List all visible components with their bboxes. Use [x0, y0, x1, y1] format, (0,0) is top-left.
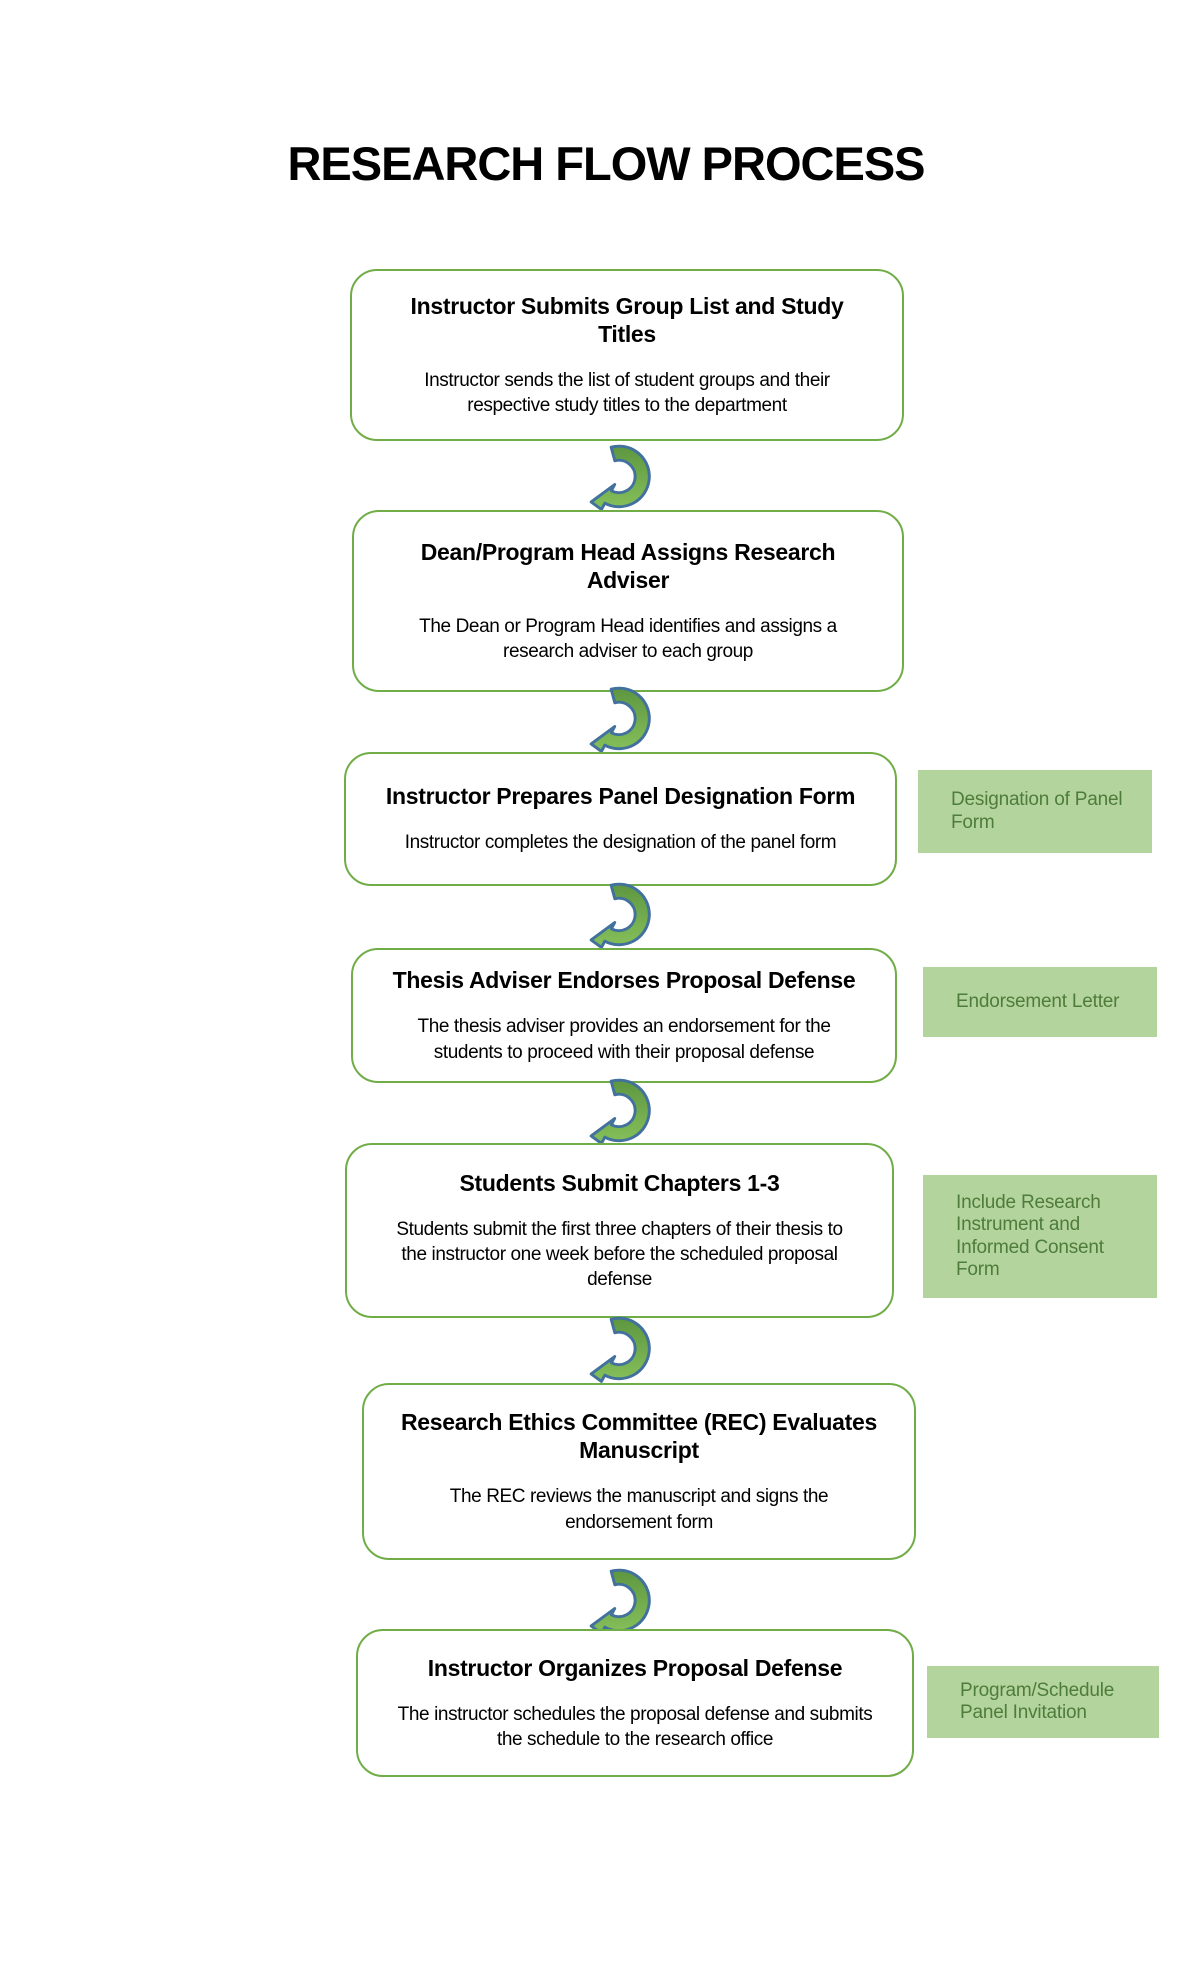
curved-arrow-icon: [589, 1316, 651, 1383]
step-description: The Dean or Program Head identifies and …: [419, 615, 837, 663]
flow-step-box-4: Thesis Adviser Endorses Proposal Defense…: [351, 948, 897, 1083]
step-title: Instructor Organizes Proposal Defense: [427, 1654, 843, 1681]
step-title: Dean/Program Head Assigns Research Advis…: [420, 538, 836, 593]
flow-step-box-1: Instructor Submits Group List and Study …: [350, 269, 904, 441]
flow-step-box-5: Students Submit Chapters 1-3 Students su…: [345, 1143, 894, 1318]
step-title: Thesis Adviser Endorses Proposal Defense: [392, 967, 856, 994]
step-description: Students submit the first three chapters…: [396, 1218, 843, 1291]
step-title: Instructor Prepares Panel Designation Fo…: [385, 783, 856, 810]
step-title: Instructor Submits Group List and Study …: [410, 292, 844, 347]
page-title: RESEARCH FLOW PROCESS: [287, 137, 925, 190]
step-description: The thesis adviser provides an endorseme…: [417, 1016, 831, 1063]
attachment-label-box: Include Research Instrument and Informed…: [923, 1175, 1157, 1298]
step-title: Research Ethics Committee (REC) Evaluate…: [401, 1409, 877, 1464]
flow-step-box-3: Instructor Prepares Panel Designation Fo…: [344, 752, 897, 886]
step-description: Instructor sends the list of student gro…: [424, 369, 830, 417]
attachment-label-box: Program/Schedule Panel Invitation: [927, 1666, 1159, 1738]
step-description: Instructor completes the designation of …: [404, 832, 837, 854]
curved-arrow-icon: [589, 882, 651, 949]
attachment-label-box: Designation of Panel Form: [918, 770, 1152, 853]
curved-arrow-icon: [589, 686, 651, 753]
flow-step-box-7: Instructor Organizes Proposal Defense Th…: [356, 1629, 914, 1777]
step-description: The instructor schedules the proposal de…: [397, 1703, 873, 1751]
curved-arrow-icon: [589, 1568, 651, 1635]
attachment-label-box: Endorsement Letter: [923, 967, 1157, 1037]
curved-arrow-icon: [589, 444, 651, 511]
step-title: Students Submit Chapters 1-3: [459, 1169, 780, 1196]
step-description: The REC reviews the manuscript and signs…: [449, 1486, 829, 1533]
curved-arrow-icon: [589, 1078, 651, 1145]
flow-step-box-6: Research Ethics Committee (REC) Evaluate…: [362, 1383, 916, 1560]
flow-step-box-2: Dean/Program Head Assigns Research Advis…: [352, 510, 904, 692]
